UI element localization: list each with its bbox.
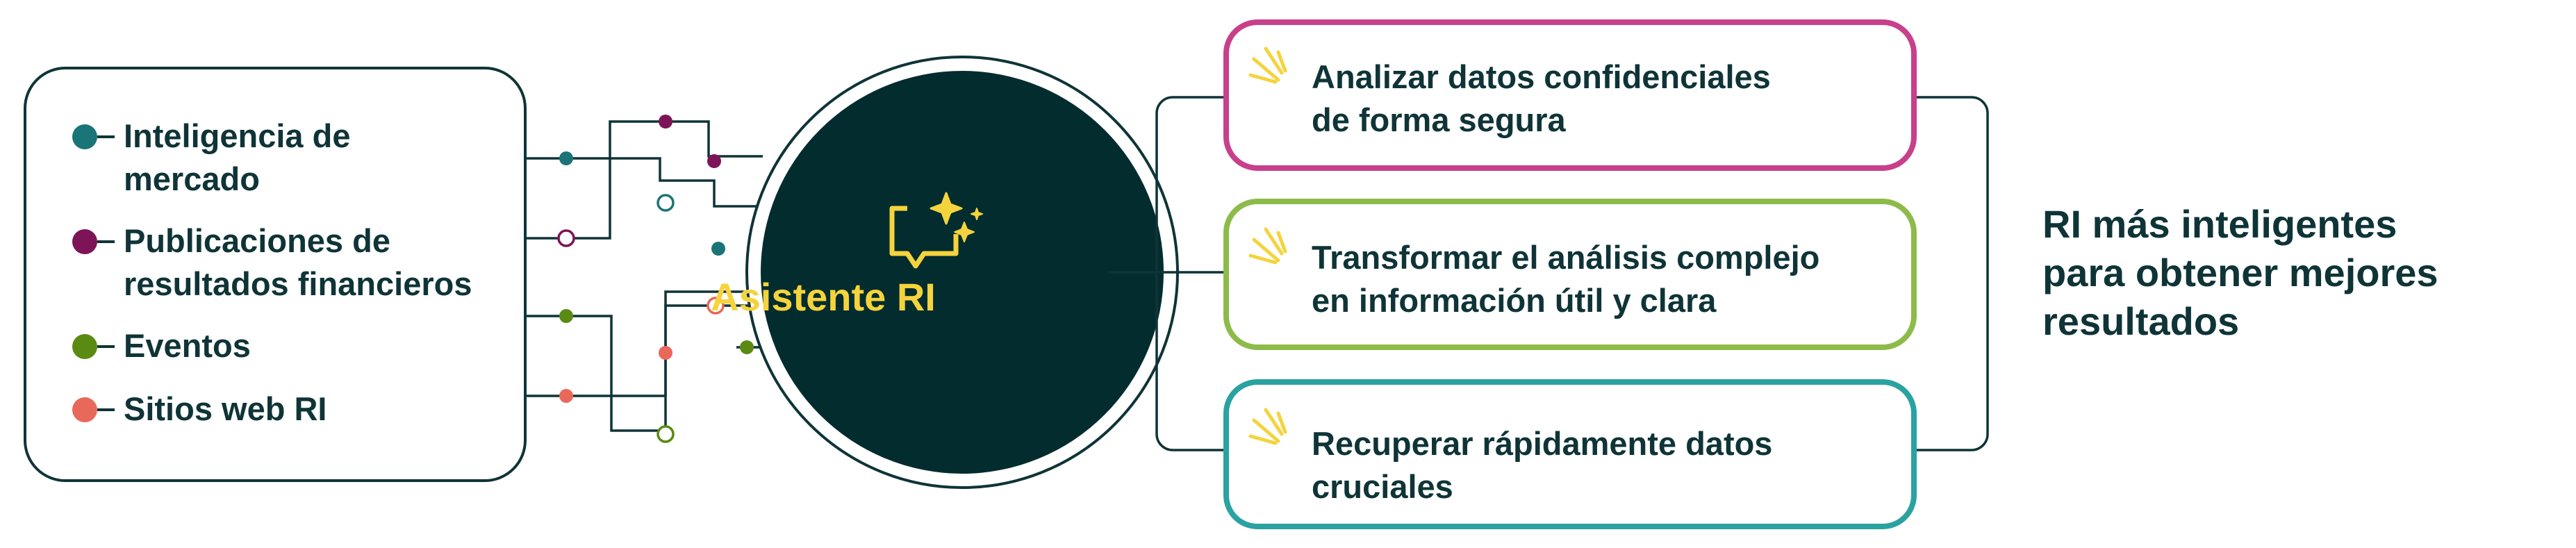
output-2-line1: Transformar el análisis complejo: [1312, 239, 1820, 276]
output-1-line1: Analizar datos confidenciales: [1312, 58, 1771, 95]
dot-market-filled: [559, 151, 573, 165]
output-connector: [1108, 96, 1989, 451]
legend-markers: [72, 124, 115, 422]
connector-dots: [557, 115, 754, 443]
dot-events-filled: [559, 309, 573, 323]
hub-title: Asistente RI: [711, 275, 936, 319]
source-market-line2: mercado: [124, 160, 260, 197]
result-line2: para obtener mejores: [2042, 251, 2438, 294]
spark-icons: [1248, 47, 1287, 445]
chat-sparkle-icon: [889, 192, 983, 269]
source-market-label: Inteligencia de mercado: [124, 115, 350, 201]
output-3-line2: cruciales: [1312, 468, 1453, 505]
dot-events-open: [657, 425, 675, 443]
source-financial-line2: resultados financieros: [124, 265, 472, 302]
output-2-line2: en información útil y clara: [1312, 282, 1717, 319]
dot-financial-filled-2: [707, 154, 721, 168]
output-3-line1: Recuperar rápidamente datos: [1312, 425, 1773, 462]
hub-core: [761, 71, 1164, 474]
output-box-3: [1223, 379, 1917, 529]
source-financial-line1: Publicaciones de: [124, 222, 390, 259]
result-line3: resultados: [2042, 299, 2240, 343]
output-1-line2: de forma segura: [1312, 101, 1566, 138]
source-financial-label: Publicaciones de resultados financieros: [124, 219, 472, 306]
source-web-label: Sitios web RI: [124, 390, 327, 427]
source-events-label: Eventos: [124, 327, 251, 364]
dot-market-filled-2: [711, 242, 725, 256]
result-line1: RI más inteligentes: [2042, 202, 2397, 246]
dot-web-filled: [559, 389, 573, 403]
sources-panel: [24, 67, 527, 482]
dot-market-open: [657, 194, 675, 212]
spark-icon: [1248, 227, 1287, 265]
output-box-2: [1223, 199, 1917, 350]
dot-financial-open: [557, 229, 575, 247]
dot-web-open: [707, 297, 725, 315]
source-market-line1: Inteligencia de: [124, 117, 351, 154]
spark-icon: [1248, 408, 1287, 445]
output-3-text: Recuperar rápidamente datos cruciales: [1312, 422, 1772, 508]
dot-events-filled-2: [740, 340, 754, 354]
output-box-1: [1223, 19, 1917, 171]
spark-icon: [1248, 47, 1287, 84]
output-1-text: Analizar datos confidenciales de forma s…: [1312, 56, 1771, 142]
result-text: RI más inteligentes para obtener mejores…: [2042, 200, 2438, 346]
output-2-text: Transformar el análisis complejo en info…: [1312, 236, 1819, 322]
dot-financial-filled: [659, 115, 672, 128]
dot-web-filled-2: [659, 346, 672, 360]
